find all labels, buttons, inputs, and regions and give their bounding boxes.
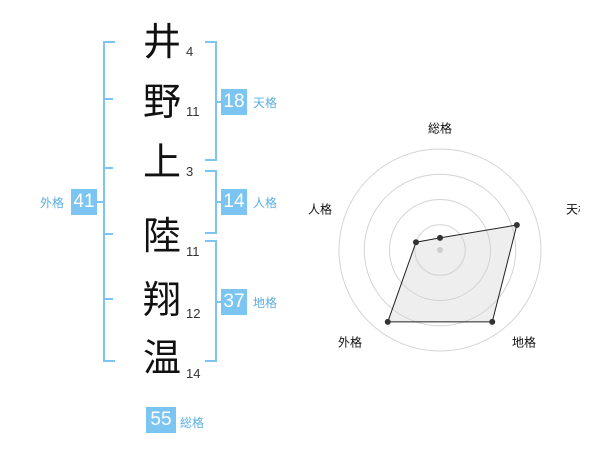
radar-point bbox=[412, 239, 419, 246]
gaikaku-label: 外格 bbox=[40, 196, 65, 210]
radar-axis-label: 人格 bbox=[308, 202, 332, 217]
stroke-count-6: 14 bbox=[186, 366, 201, 381]
bracket-tick bbox=[105, 233, 113, 235]
stroke-count-2: 11 bbox=[186, 104, 200, 119]
radar-axis-label: 総格 bbox=[428, 121, 452, 136]
name-char-2: 野 bbox=[142, 80, 181, 124]
jinkaku-score: 14 bbox=[221, 189, 247, 215]
chikaku-label: 地格 bbox=[253, 296, 278, 310]
gaikaku-bracket bbox=[103, 41, 115, 362]
radar-ring bbox=[363, 173, 517, 327]
radar-point bbox=[513, 222, 520, 229]
bracket-tick bbox=[105, 298, 113, 300]
radar-chart: 総格天格地格 外格 人格 bbox=[308, 121, 580, 352]
soukaku-label: 総格 bbox=[180, 416, 205, 430]
soukaku-score: 55 bbox=[146, 407, 176, 433]
bracket-connector bbox=[215, 301, 221, 303]
radar-series bbox=[387, 224, 518, 323]
radar-ring bbox=[414, 224, 466, 276]
radar-center bbox=[437, 247, 443, 253]
stroke-count-4: 11 bbox=[186, 244, 200, 259]
radar-axis-label: 外格 bbox=[338, 335, 362, 350]
stroke-count-1: 4 bbox=[186, 44, 194, 59]
name-char-5: 翔 bbox=[142, 278, 181, 322]
bracket-tick bbox=[105, 167, 113, 169]
stroke-count-5: 12 bbox=[186, 306, 201, 321]
radar-point bbox=[489, 318, 496, 325]
jinkaku-label: 人格 bbox=[253, 196, 278, 210]
radar-axis-label: 天格 bbox=[566, 202, 580, 217]
tenkaku-label: 天格 bbox=[253, 96, 278, 110]
radar-axis-label: 地格 bbox=[512, 335, 536, 350]
bracket-connector bbox=[215, 201, 221, 203]
name-char-6: 温 bbox=[142, 336, 181, 380]
radar-point bbox=[384, 318, 391, 325]
name-char-4: 陸 bbox=[142, 214, 181, 258]
radar-ring bbox=[389, 199, 491, 301]
name-char-1: 井 bbox=[142, 20, 181, 64]
name-char-3: 上 bbox=[142, 140, 181, 184]
chikaku-score: 37 bbox=[221, 289, 247, 315]
radar-point bbox=[437, 234, 443, 241]
bracket-connector bbox=[97, 201, 103, 203]
stroke-count-3: 3 bbox=[186, 164, 194, 179]
bracket-connector bbox=[215, 101, 221, 103]
gaikaku-score: 41 bbox=[71, 189, 97, 215]
tenkaku-score: 18 bbox=[221, 89, 247, 115]
bracket-tick bbox=[105, 98, 113, 100]
radar-ring bbox=[338, 148, 542, 352]
